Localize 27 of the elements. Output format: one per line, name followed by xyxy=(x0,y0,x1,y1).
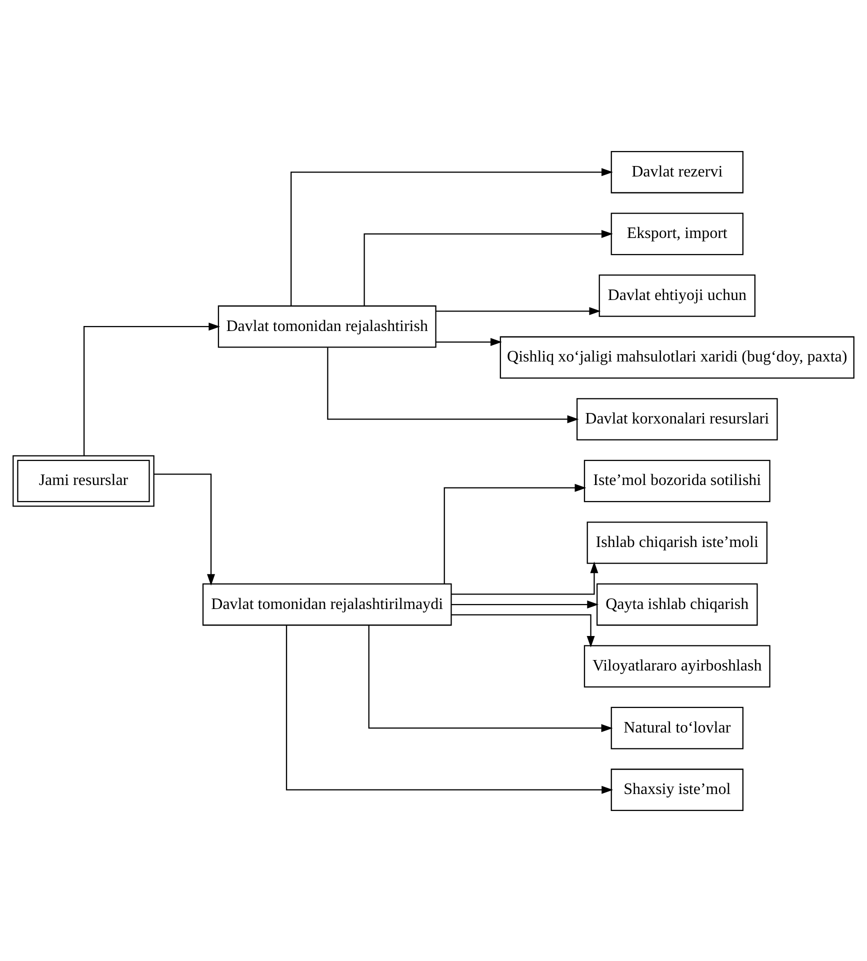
arrow xyxy=(83,322,220,455)
node-box: Iste’mol bozorida sotilishi xyxy=(584,459,770,502)
node-box: Jami resurslar xyxy=(12,454,154,506)
arrow xyxy=(452,600,599,608)
arrow xyxy=(327,347,579,423)
arrow xyxy=(290,168,613,306)
node-box: Davlat tomonidan rejalashtirish xyxy=(218,304,436,348)
arrow xyxy=(364,229,613,306)
node-box: Eksport, import xyxy=(610,212,744,255)
arrow xyxy=(368,625,613,732)
node-box: Ishlab chiqarish iste’moli xyxy=(586,521,768,564)
arrow xyxy=(154,473,216,586)
arrow xyxy=(444,483,586,584)
node-box: Qishliq xo‘jaligi mahsulotlari xaridi (bug‘doy, paxta) xyxy=(500,336,854,378)
node-box: Davlat ehtiyoji uchun xyxy=(598,274,756,316)
arrow xyxy=(451,614,595,647)
arrow xyxy=(451,561,598,594)
node-box: Natural to‘lovlar xyxy=(610,706,744,749)
arrow xyxy=(286,624,614,794)
node-box: Shaxsiy iste’mol xyxy=(610,768,744,810)
node-box: Davlat rezervi xyxy=(610,150,744,193)
node-box: Davlat korxonalari resurslari xyxy=(576,398,778,440)
node-box: Viloyatlararo ayirboshlash xyxy=(584,644,770,687)
arrow xyxy=(436,306,601,315)
arrow xyxy=(436,338,502,346)
node-box: Davlat tomonidan rejalashtirilmaydi xyxy=(202,582,452,626)
node-box: Qayta ishlab chiqarish xyxy=(596,582,758,626)
